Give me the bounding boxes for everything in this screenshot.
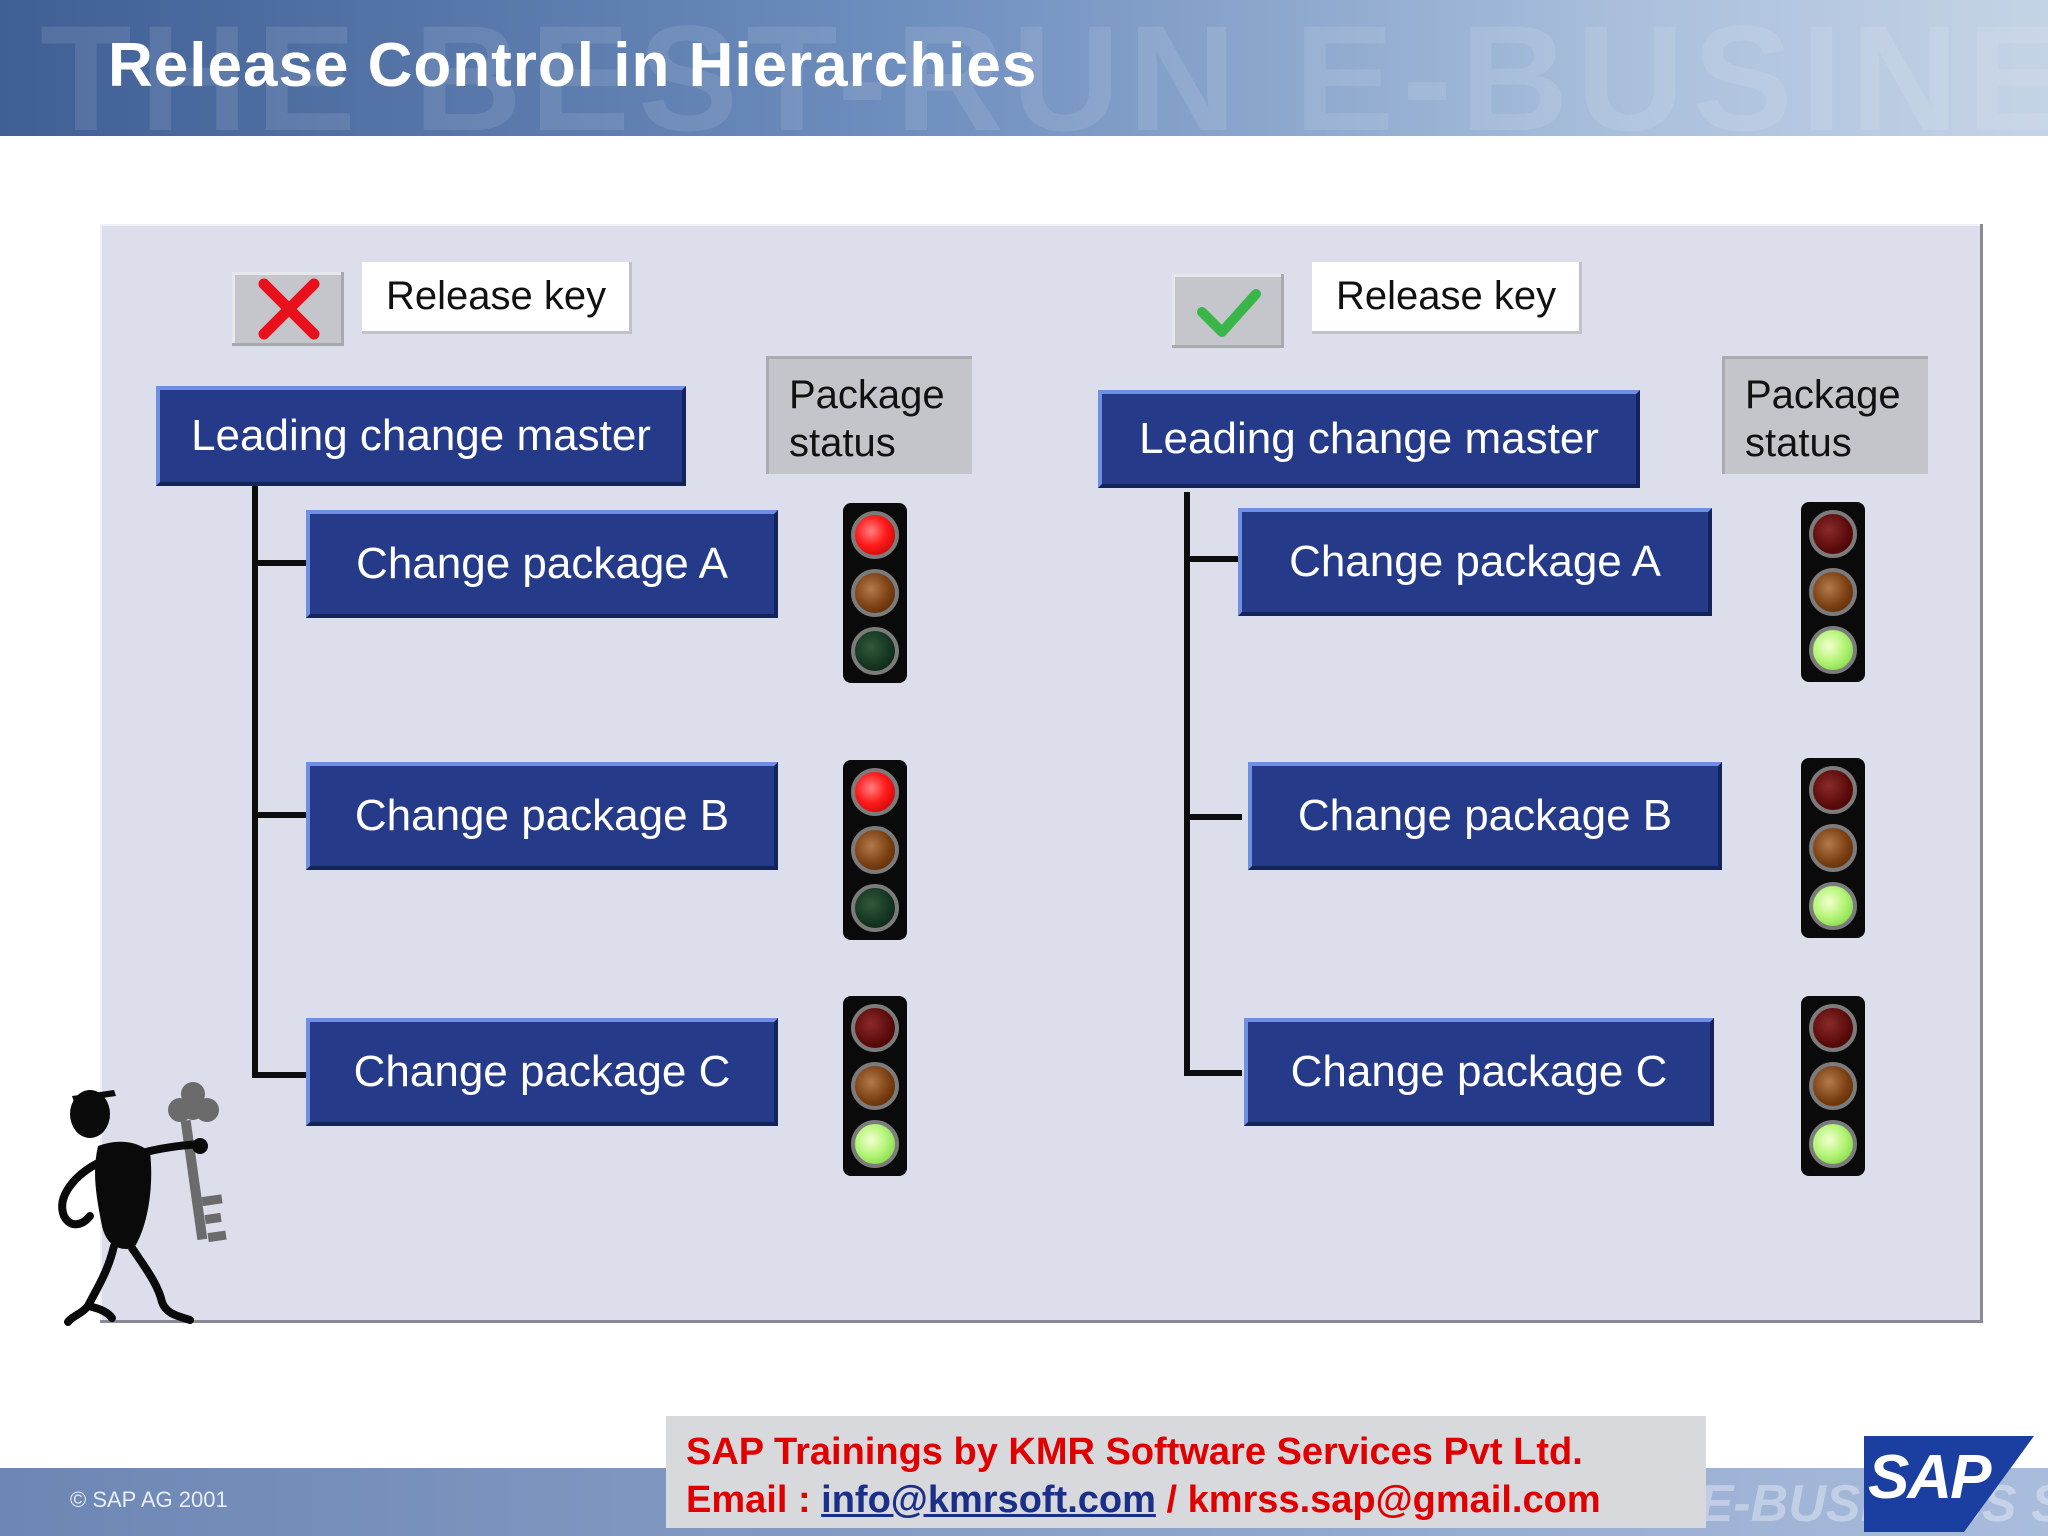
tree-branch-a-right [1184,556,1242,562]
green-light-icon [1809,882,1857,930]
green-check-icon [1197,289,1261,337]
tree-branch-c-right [1184,1070,1242,1076]
promo-email-link-1[interactable]: info@kmrsoft.com [821,1479,1156,1521]
tree-trunk-left [252,486,258,1078]
promo-line-1: SAP Trainings by KMR Software Services P… [686,1431,1583,1473]
tree-trunk-right [1184,492,1190,1076]
page-title: Release Control in Hierarchies [108,31,1038,100]
change-package-a-left: Change package A [306,510,778,618]
traffic-light-c-right [1801,996,1865,1176]
green-light-icon [851,884,899,932]
stick-figure-with-key-icon [58,1082,227,1326]
promo-email-prefix: Email : [686,1479,822,1521]
header-banner: THE BEST-RUN E-BUSINESSES Release Contro… [0,0,2048,136]
amber-light-icon [851,569,899,617]
traffic-light-b-right [1801,758,1865,938]
change-package-a-right: Change package A [1238,508,1712,616]
sap-logo-icon [1864,1436,2034,1532]
leading-change-master-right: Leading change master [1098,390,1640,488]
amber-light-icon [851,826,899,874]
amber-light-icon [1809,1062,1857,1110]
red-light-icon [1809,510,1857,558]
green-light-icon [851,1120,899,1168]
traffic-light-a-left [843,503,907,683]
promo-line-2: Email : info@kmrsoft.com / kmrss.sap@gma… [686,1476,1706,1524]
tree-branch-b-right [1184,814,1242,820]
traffic-light-b-left [843,760,907,940]
header-watermark: THE BEST-RUN E-BUSINESSES [40,0,2048,136]
change-package-c-right: Change package C [1244,1018,1714,1126]
release-key-status-box-left [232,272,344,346]
release-key-status-box-right [1172,274,1284,348]
sap-logo-text: SAP [1868,1443,1991,1512]
leading-change-master-left: Leading change master [156,386,686,486]
traffic-light-c-left [843,996,907,1176]
package-status-label-left: Package status [766,356,972,474]
copyright-text: © SAP AG 2001 [70,1487,228,1512]
change-package-b-left: Change package B [306,762,778,870]
release-key-label-right: Release key [1312,262,1582,334]
release-key-label-left: Release key [362,262,632,334]
red-light-icon [1809,766,1857,814]
tree-branch-b-left [252,812,310,818]
amber-light-icon [851,1062,899,1110]
amber-light-icon [1809,824,1857,872]
red-cross-icon [258,278,320,340]
promo-email-separator: / [1155,1479,1188,1521]
change-package-b-right: Change package B [1248,762,1722,870]
green-light-icon [1809,626,1857,674]
red-light-icon [851,1004,899,1052]
green-light-icon [851,627,899,675]
red-light-icon [851,768,899,816]
amber-light-icon [1809,568,1857,616]
tree-branch-c-left [252,1072,310,1078]
traffic-light-a-right [1801,502,1865,682]
promo-email-2[interactable]: kmrss.sap@gmail.com [1187,1479,1601,1521]
green-light-icon [1809,1120,1857,1168]
promo-box: SAP Trainings by KMR Software Services P… [666,1416,1706,1528]
change-package-c-left: Change package C [306,1018,778,1126]
tree-branch-a-left [252,560,310,566]
red-light-icon [851,511,899,559]
red-light-icon [1809,1004,1857,1052]
package-status-label-right: Package status [1722,356,1928,474]
